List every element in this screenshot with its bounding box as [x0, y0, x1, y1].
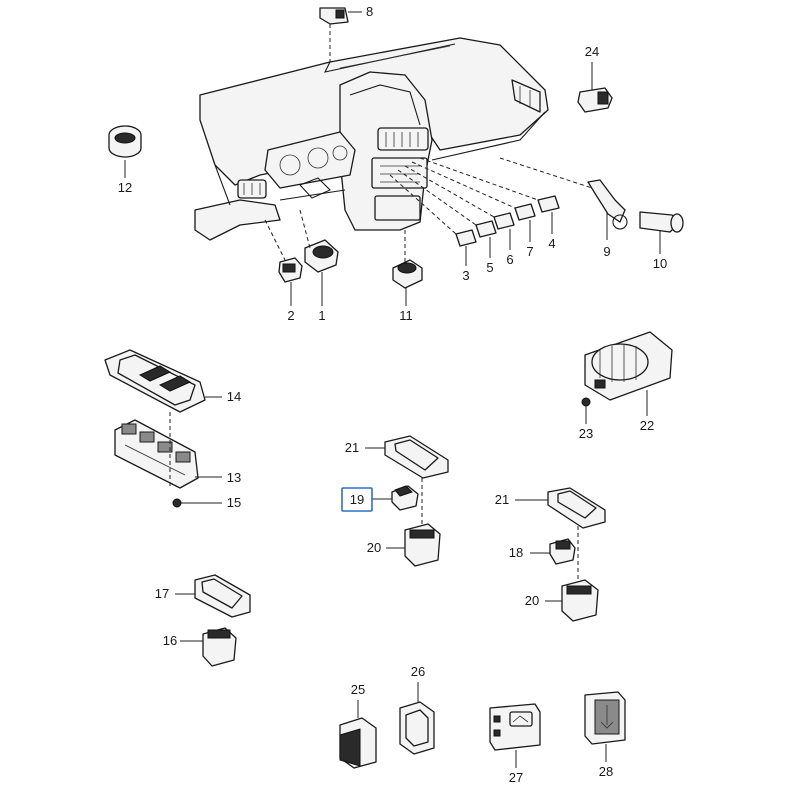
- callout-13: 13: [227, 470, 241, 485]
- part-16-switch: [180, 627, 237, 667]
- callout-24: 24: [585, 44, 599, 59]
- switch-leader-lines: [264, 157, 593, 262]
- callout-21-center: 21: [345, 440, 359, 455]
- part-17-bezel: [175, 574, 251, 618]
- callout-4: 4: [548, 236, 555, 251]
- callout-26: 26: [411, 664, 425, 679]
- part-7-switch: [514, 203, 536, 242]
- callout-6: 6: [506, 252, 513, 267]
- callout-7: 7: [526, 244, 533, 259]
- callout-17: 17: [155, 586, 169, 601]
- callout-23: 23: [579, 426, 593, 441]
- part-6-switch: [493, 212, 515, 250]
- callout-20-center: 20: [367, 540, 381, 555]
- part-20-relay-b: [545, 579, 599, 622]
- part-20-relay-a: [386, 523, 441, 567]
- part-10-lighter-socket: [639, 211, 684, 254]
- callout-12: 12: [118, 180, 132, 195]
- part-21-frame-a: [365, 435, 449, 479]
- part-1-rotary-knob: [304, 239, 339, 306]
- part-24-connector: [577, 62, 613, 113]
- part-5-switch: [475, 220, 497, 258]
- part-4-switch: [537, 195, 560, 234]
- part-18-switch: [530, 538, 576, 565]
- part-21-frame-b: [515, 487, 606, 529]
- callout-3: 3: [462, 268, 469, 283]
- callout-5: 5: [486, 260, 493, 275]
- part-22-heater-control: [584, 331, 673, 416]
- part-13-switch-module: [114, 412, 222, 489]
- callout-14: 14: [227, 389, 241, 404]
- part-12-knob: [108, 125, 142, 178]
- callout-1: 1: [318, 308, 325, 323]
- part-28-switch: [584, 691, 626, 762]
- callout-21-right: 21: [495, 492, 509, 507]
- callout-15: 15: [227, 495, 241, 510]
- callout-25: 25: [351, 682, 365, 697]
- part-15-screw: [172, 498, 222, 508]
- part-19-switch: [372, 485, 419, 511]
- part-3-switch: [455, 229, 477, 266]
- callout-28: 28: [599, 764, 613, 779]
- callout-18: 18: [509, 545, 523, 560]
- callout-22: 22: [640, 418, 654, 433]
- callout-19: 19: [350, 492, 364, 507]
- callout-19-highlight-box: [341, 487, 373, 512]
- dashboard-illustration: [194, 37, 549, 241]
- part-23-screw: [581, 397, 591, 424]
- callout-8: 8: [366, 4, 373, 19]
- part-2-switch: [278, 257, 303, 306]
- part-11-knob: [392, 259, 423, 306]
- callout-16: 16: [163, 633, 177, 648]
- part-8-bracket: [319, 7, 349, 62]
- part-9-bracket: [587, 179, 628, 240]
- callout-20-right: 20: [525, 593, 539, 608]
- part-25-cap: [339, 700, 377, 769]
- callout-9: 9: [603, 244, 610, 259]
- callout-27: 27: [509, 770, 523, 785]
- part-27-switch: [489, 703, 541, 768]
- part-14-bezel: [104, 349, 222, 413]
- part-26-frame: [399, 682, 435, 755]
- callout-10: 10: [653, 256, 667, 271]
- callout-2: 2: [287, 308, 294, 323]
- callout-11: 11: [399, 308, 413, 323]
